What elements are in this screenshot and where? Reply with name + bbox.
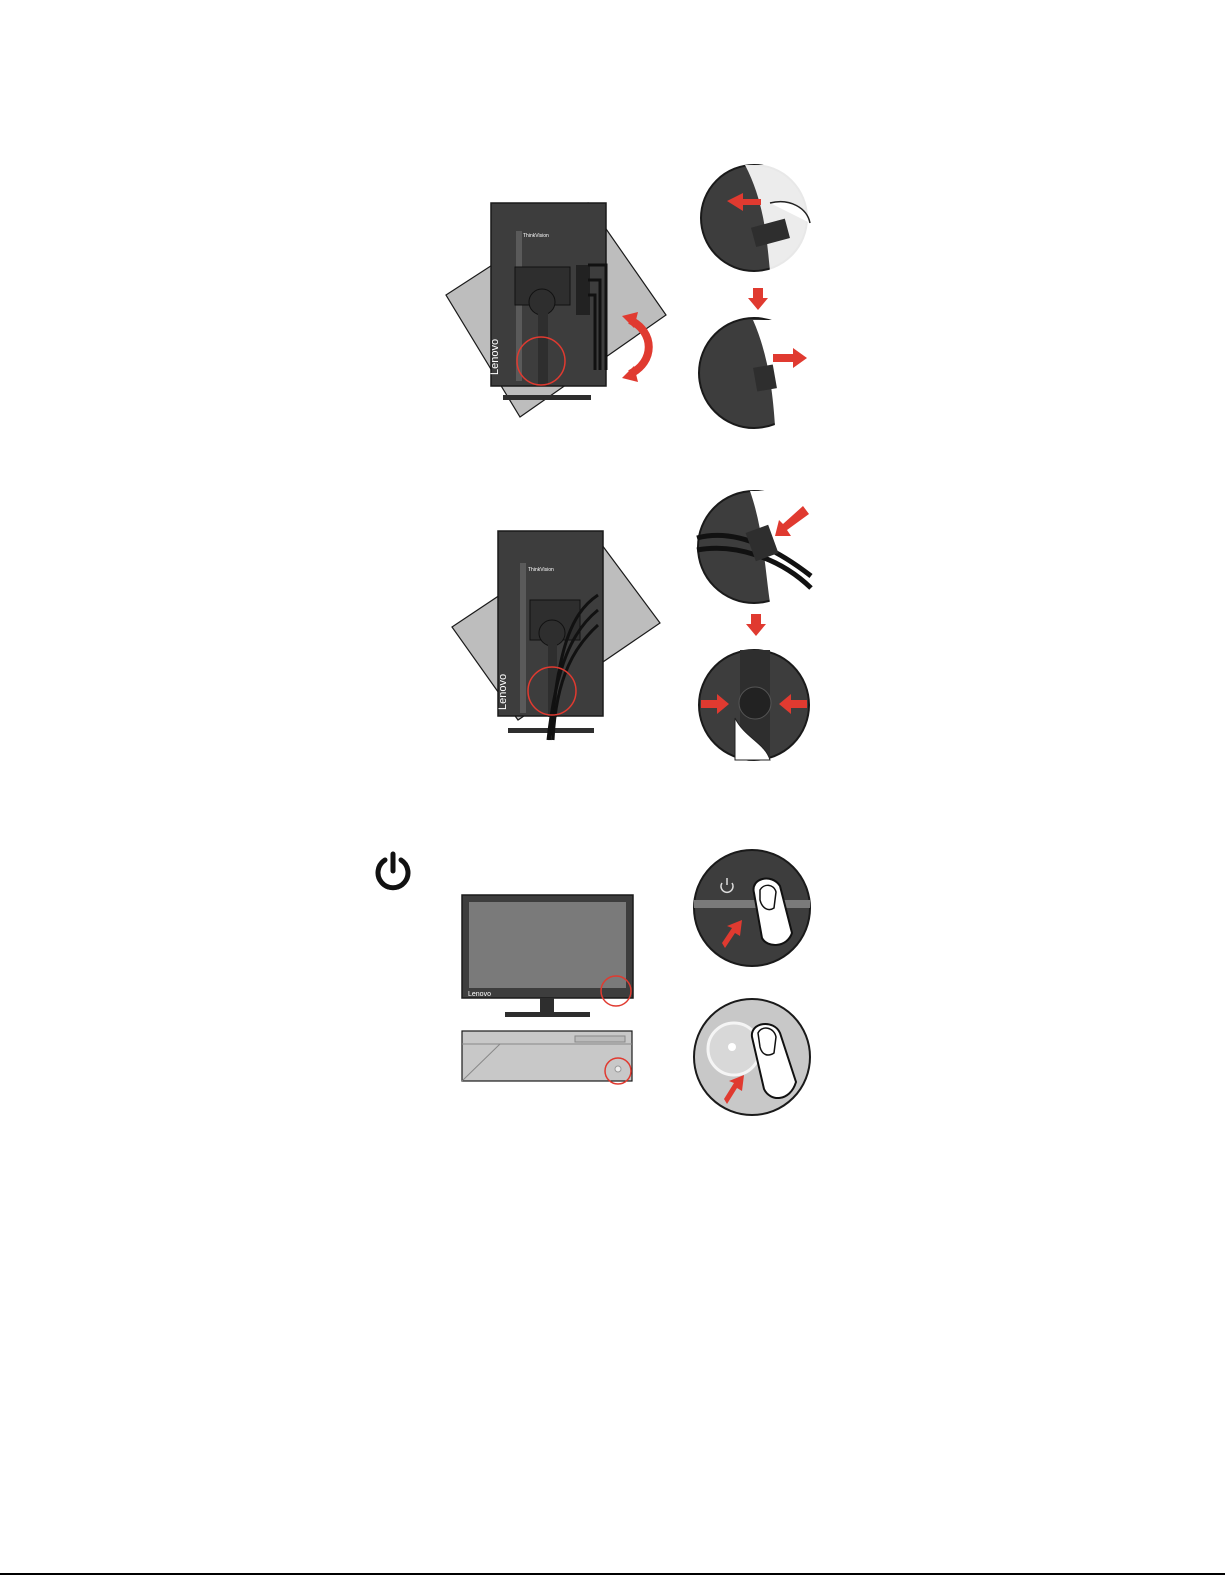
detail-insert-cables — [695, 488, 813, 606]
detail-press-monitor-power — [692, 848, 812, 968]
stand-base — [503, 395, 591, 400]
stand-neck — [538, 305, 548, 385]
detail-close-clip — [695, 648, 813, 763]
page-bottom-rule — [0, 1573, 1225, 1575]
lenovo-logo: Lenovo — [489, 339, 501, 375]
thinkvision-logo: ThinkVision — [523, 233, 549, 239]
figure-pc-front — [460, 1029, 635, 1089]
rotate-arrow-icon — [620, 312, 660, 382]
figure-route-cables: Lenovo ThinkVision — [448, 525, 663, 755]
detail-clip-push — [695, 163, 813, 273]
lenovo-front-logo: Lenovo — [468, 991, 491, 998]
power-icon — [372, 850, 414, 892]
detail-clip-pull — [695, 316, 813, 431]
detail-press-pc-power — [692, 997, 812, 1117]
arrow-down-icon — [748, 288, 768, 310]
figure-monitor-front: Lenovo — [460, 893, 635, 1018]
port-panel — [576, 265, 590, 315]
thinkvision-logo-2: ThinkVision — [528, 567, 554, 573]
monitor-screen — [469, 902, 626, 988]
lenovo-logo-2: Lenovo — [497, 674, 509, 710]
arrow-down-icon-2 — [746, 614, 766, 636]
figure-rotate-monitor-cables: Lenovo ThinkVision — [438, 195, 668, 420]
